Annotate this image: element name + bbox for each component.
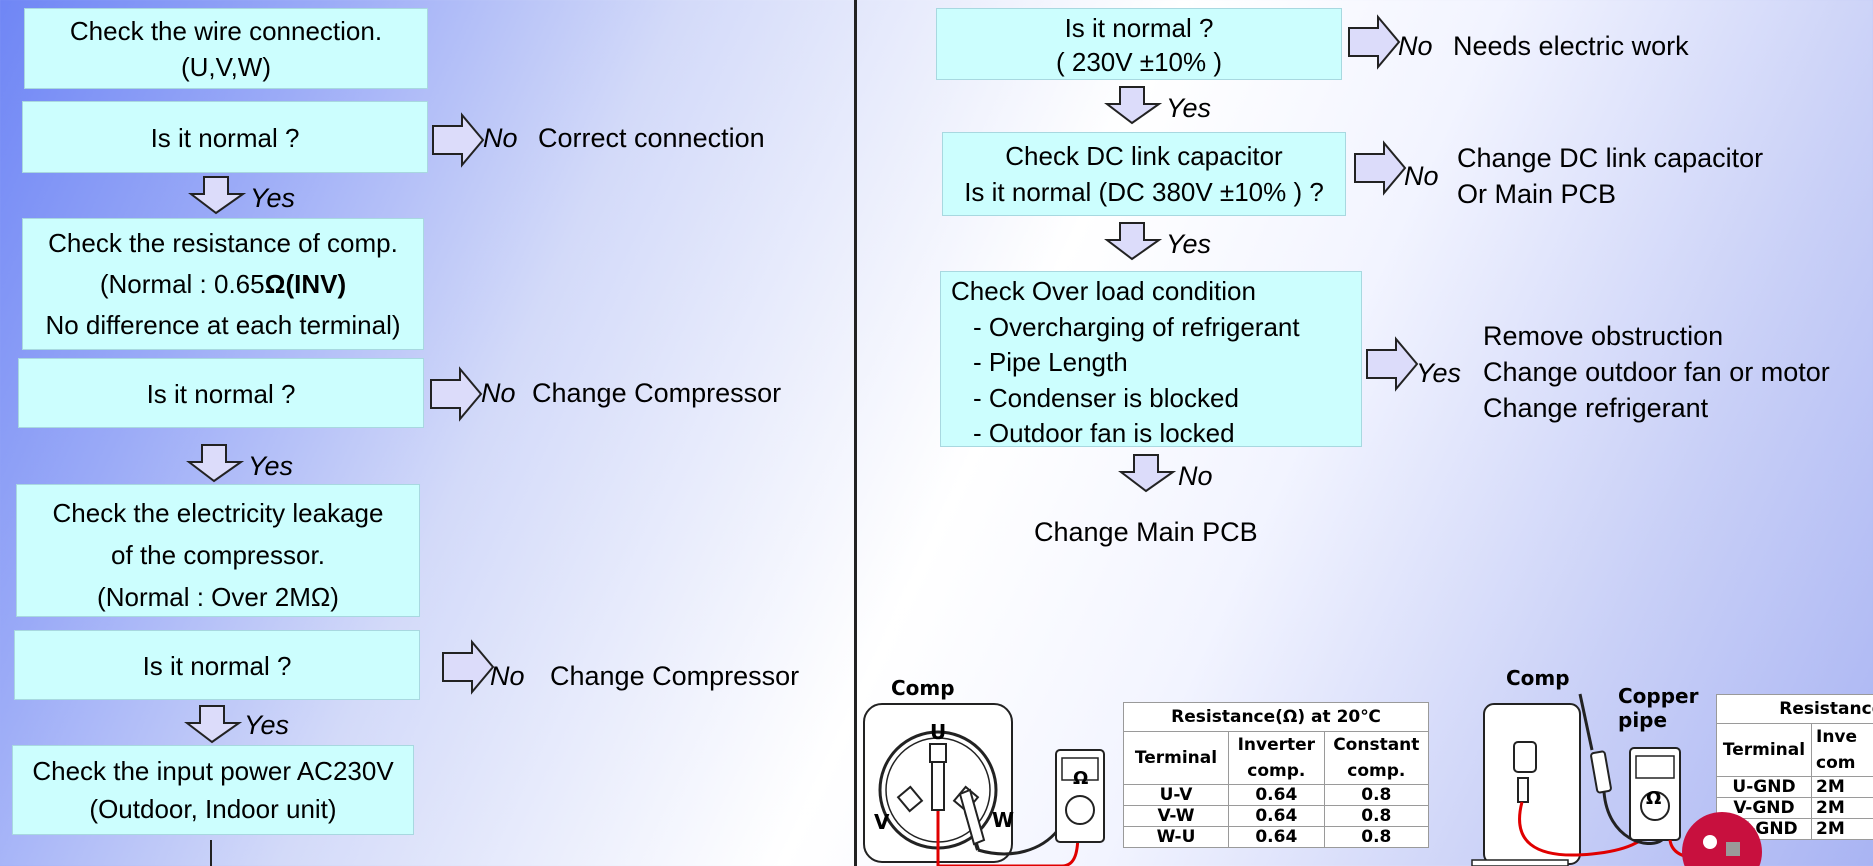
right-arrow-icon — [1354, 140, 1407, 196]
table-title: Resistance( — [1716, 694, 1873, 724]
column-divider — [854, 0, 857, 866]
left-step-check-input-power: Check the input power AC230V (Outdoor, I… — [12, 745, 414, 835]
resistance-table: Resistance(Ω) at 20℃ Terminal Inverter c… — [1123, 702, 1430, 848]
yes-label: Yes — [1166, 229, 1212, 259]
result-text: Or Main PCB — [1457, 179, 1617, 209]
terminal-v-label: V — [874, 810, 890, 834]
table-header: Terminal — [1716, 723, 1812, 777]
left-step-check-leakage: Check the electricity leakage of the com… — [16, 484, 420, 617]
step-text: Check the electricity leakage — [52, 498, 384, 528]
result-correct-connection: Correct connection — [538, 123, 765, 153]
table-header: Inverter comp. — [1228, 731, 1325, 785]
result-text: Change DC link capacitor — [1457, 143, 1764, 173]
result-text: Change outdoor fan or motor — [1483, 357, 1830, 387]
copper-pipe-label: Copper pipe — [1618, 684, 1699, 732]
compressor-leakage-diagram — [1471, 693, 1713, 866]
step-text: of the compressor. — [111, 540, 325, 570]
step-text: - Overcharging of refrigerant — [973, 311, 1300, 342]
question-text: Is it normal ? — [142, 651, 292, 681]
left-question-1: Is it normal ? — [22, 101, 428, 173]
result-change-compressor: Change Compressor — [532, 378, 782, 408]
left-step-check-resistance: Check the resistance of comp. (Normal : … — [22, 218, 424, 350]
right-arrow-icon — [1366, 336, 1419, 392]
terminal-u-label: U — [930, 720, 947, 744]
yes-label: Yes — [250, 183, 296, 213]
left-question-3: Is it normal ? — [14, 630, 420, 700]
ohm-symbol: Ω — [1073, 768, 1089, 789]
step-text: Check the input power AC230V — [32, 756, 394, 786]
step-text: Check the resistance of comp. — [48, 228, 398, 258]
result-text: Change refrigerant — [1483, 393, 1709, 423]
down-arrow-icon — [184, 705, 243, 744]
down-arrow-icon — [188, 176, 247, 215]
no-label: No — [1178, 461, 1213, 491]
yes-label: Yes — [1416, 358, 1462, 388]
step-text: Check the wire connection. — [69, 16, 383, 46]
step-text: No difference at each terminal) — [45, 310, 401, 340]
right-arrow-icon — [432, 112, 485, 168]
comp-label: Comp — [1506, 666, 1570, 690]
right-step-dc-link: Check DC link capacitor Is it normal (DC… — [942, 132, 1346, 216]
left-question-2: Is it normal ? — [18, 358, 424, 428]
down-arrow-icon — [1104, 222, 1163, 261]
no-label: No — [481, 378, 516, 408]
step-text: Check DC link capacitor — [1005, 141, 1283, 171]
no-label: No — [490, 661, 525, 691]
result-change-compressor: Change Compressor — [550, 661, 800, 691]
result-text: Remove obstruction — [1483, 321, 1724, 351]
down-arrow-icon — [186, 444, 245, 483]
right-step-overload: Check Over load condition - Overcharging… — [940, 271, 1362, 448]
connector-line — [210, 840, 212, 866]
table-title: Resistance(Ω) at 20℃ — [1123, 702, 1429, 732]
right-arrow-icon — [430, 366, 483, 422]
no-label: No — [483, 123, 518, 153]
down-arrow-icon — [1118, 454, 1177, 493]
step-text: Check Over load condition — [951, 276, 1256, 306]
terminal-w-label: W — [992, 808, 1015, 832]
step-text: - Pipe Length — [973, 347, 1128, 377]
yes-label: Yes — [248, 451, 294, 481]
table-header: Terminal — [1123, 731, 1229, 785]
step-text: (U,V,W) — [180, 52, 272, 82]
yes-label: Yes — [244, 710, 290, 740]
step-text: (Normal : Over 2MΩ) — [97, 582, 339, 612]
question-text: Is it normal ? — [146, 379, 296, 409]
yes-label: Yes — [1166, 93, 1212, 123]
logo-icon — [1682, 812, 1762, 866]
right-arrow-icon — [442, 639, 495, 695]
step-text: Is it normal ? — [1064, 13, 1214, 43]
step-text: - Outdoor fan is locked — [973, 418, 1235, 448]
left-step-check-wire: Check the wire connection. (U,V,W) — [24, 8, 428, 89]
result-change-dc-link: Change DC link capacitor Or Main PCB — [1457, 140, 1763, 212]
table-header: Constant comp. — [1323, 731, 1430, 785]
step-text: ( 230V ±10% ) — [1055, 47, 1223, 77]
step-text: Is it normal (DC 380V ±10% ) ? — [964, 177, 1324, 207]
no-label: No — [1404, 161, 1439, 191]
result-needs-electric-work: Needs electric work — [1453, 31, 1689, 61]
step-text: - Condenser is blocked — [973, 382, 1239, 413]
step-text: (Outdoor, Indoor unit) — [89, 794, 337, 824]
no-label: No — [1398, 31, 1433, 61]
right-question-voltage: Is it normal ? ( 230V ±10% ) — [936, 8, 1342, 80]
comp-label: Comp — [891, 676, 955, 700]
final-change-main-pcb: Change Main PCB — [1034, 517, 1258, 547]
right-arrow-icon — [1348, 14, 1401, 70]
down-arrow-icon — [1104, 86, 1163, 125]
ohm-symbol: Ω — [1646, 788, 1662, 809]
step-text: (Normal : 0.65Ω(INV) — [99, 269, 347, 299]
result-overload-actions: Remove obstruction Change outdoor fan or… — [1483, 318, 1830, 426]
question-text: Is it normal ? — [150, 123, 300, 153]
